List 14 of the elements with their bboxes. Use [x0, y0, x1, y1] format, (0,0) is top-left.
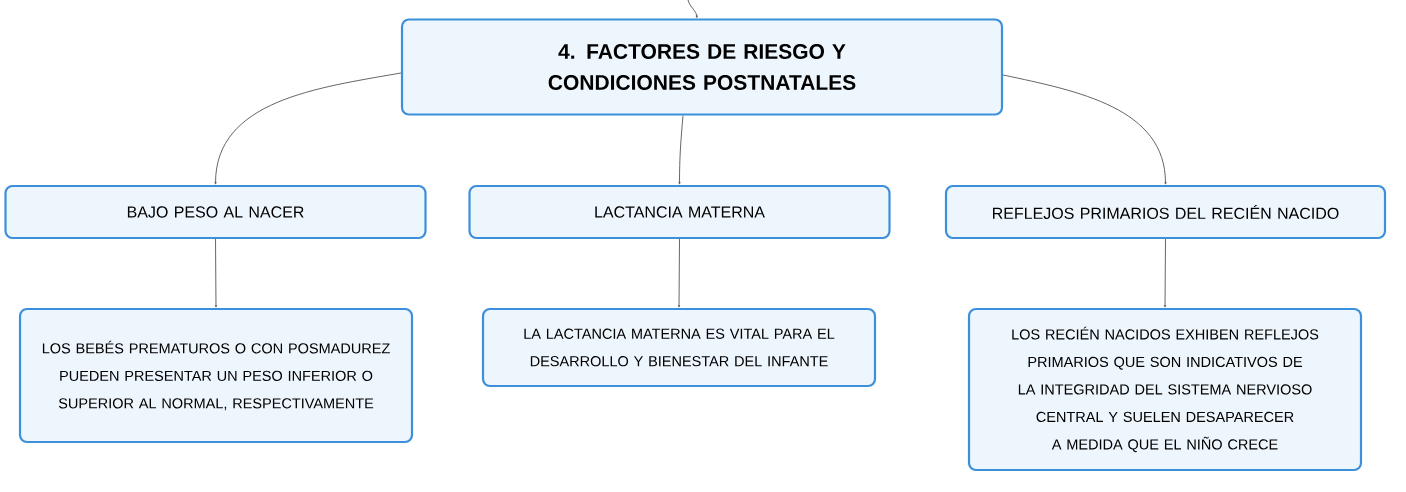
description-box: LOS RECIÉN NACIDOS EXHIBEN REFLEJOS PRIMARIOS QUE SON INDICATIVOS DE LA INTEGRIDAD DEL SISTEMA NERVIOSO CENTRAL Y SUELEN DESAPARECER A MEDIDA QUE EL NIÑO CRECE — [967, 307, 1363, 472]
connector-arrow — [677, 238, 681, 308]
connector-arrow — [214, 238, 218, 308]
description-box: LA LACTANCIA MATERNA ES VITAL PARA EL DESARROLLO Y BIENESTAR DEL INFANTE — [481, 307, 877, 388]
connector-arrow — [687, 0, 698, 18]
title-box: 4. FACTORES DE RIESGO Y CONDICIONES POSTNATALES — [400, 18, 1004, 116]
connector-arrow — [1163, 238, 1167, 308]
topic-box: REFLEJOS PRIMARIOS DEL RECIÉN NACIDO — [944, 184, 1387, 240]
connector-arrow — [1002, 74, 1167, 185]
topic-box: LACTANCIA MATERNA — [468, 184, 891, 240]
connector-arrow — [678, 115, 684, 185]
description-box: LOS BEBÉS PREMATUROS O CON POSMADUREZ PUEDEN PRESENTAR UN PESO INFERIOR O SUPERIOR AL NORMAL, RESPECTIVAMENTE — [18, 307, 414, 444]
connector-arrow — [214, 72, 402, 185]
topic-box: BAJO PESO AL NACER — [4, 184, 427, 240]
